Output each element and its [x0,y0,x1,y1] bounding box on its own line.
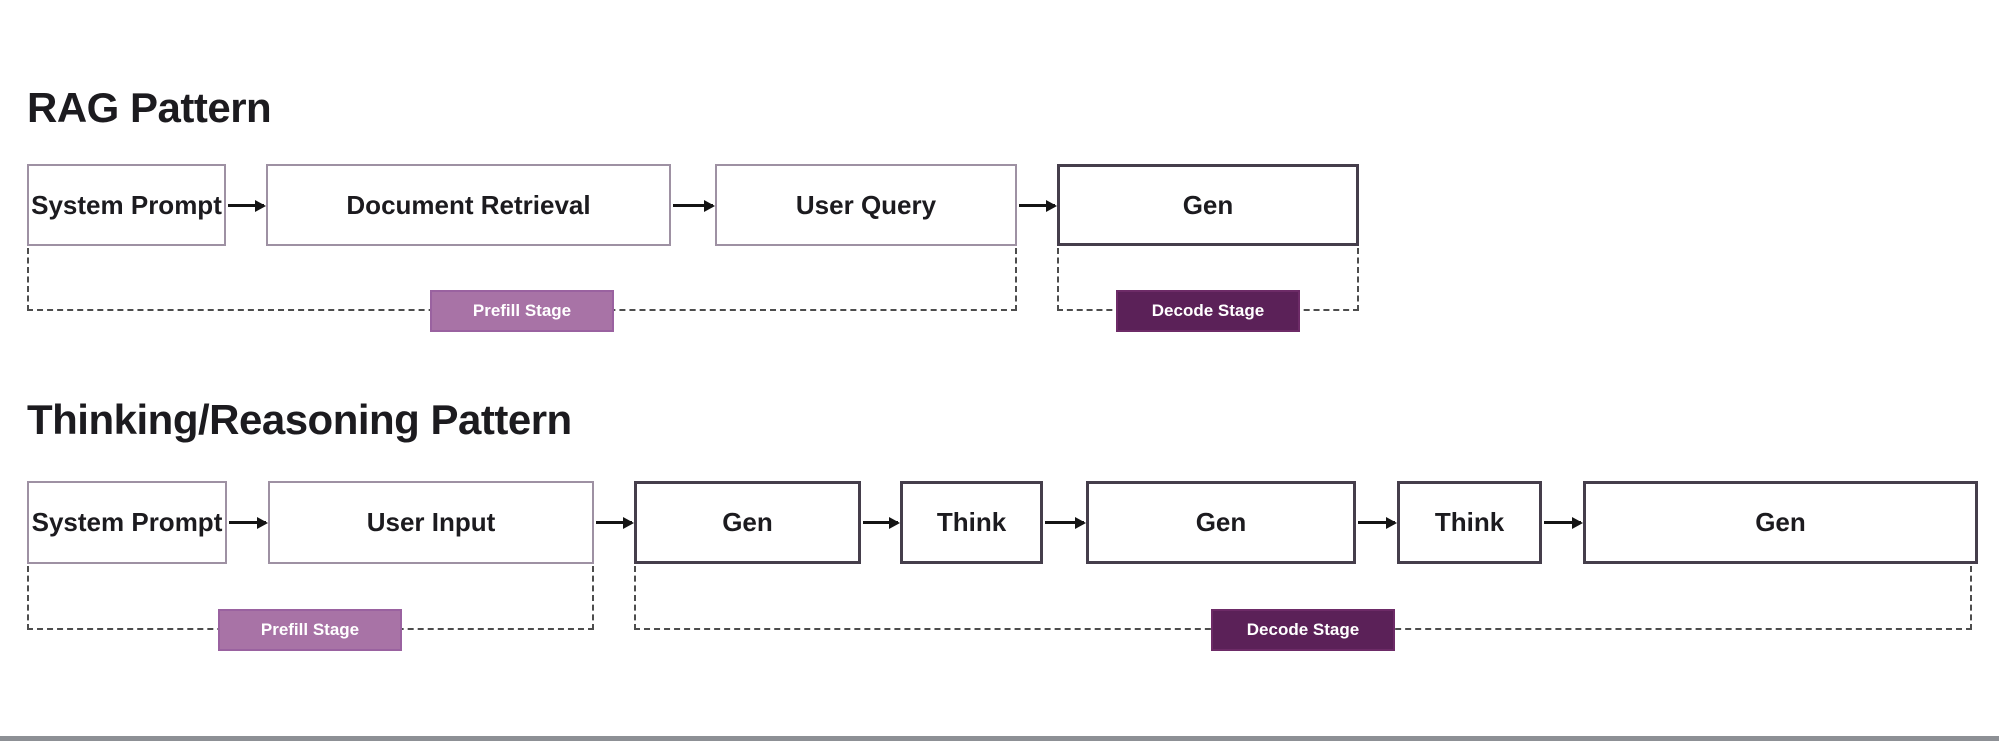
flow-box-think: Think [1397,481,1542,564]
flow-box-label: System Prompt [31,189,222,220]
flow-box-gen: Gen [1057,164,1359,246]
flow-box-label: System Prompt [31,507,223,537]
prefill-stage-badge: Prefill Stage [430,290,614,332]
flow-box-user-input: User Input [268,481,594,564]
flow-box-gen: Gen [1583,481,1978,564]
flow-arrow [229,516,268,529]
flow-box-label: Document Retrieval [346,189,591,220]
flow-arrow [1358,516,1397,529]
flow-arrow [228,199,266,212]
decode-stage-badge: Decode Stage [1116,290,1300,332]
flow-arrow [1045,516,1086,529]
flow-box-system-prompt: System Prompt [27,481,227,564]
flow-box-label: Gen [1755,507,1806,537]
flow-box-label: Gen [722,507,773,537]
prefill-stage-badge: Prefill Stage [218,609,402,651]
flow-box-label: Think [936,507,1007,537]
flow-box-think: Think [900,481,1043,564]
bottom-divider [0,736,1999,741]
flow-box-gen: Gen [1086,481,1356,564]
rag-pattern-title: RAG Pattern [27,84,272,131]
flow-box-gen: Gen [634,481,861,564]
flow-box-system-prompt: System Prompt [27,164,226,246]
flow-arrow [596,516,634,529]
flow-box-label: Think [1434,507,1505,537]
decode-stage-badge: Decode Stage [1211,609,1395,651]
flow-arrow [1019,199,1057,212]
flow-box-user-query: User Query [715,164,1017,246]
flow-box-label: Gen [1195,507,1247,537]
thinking-reasoning-pattern-title: Thinking/Reasoning Pattern [27,396,572,443]
flow-box-label: User Input [366,507,496,537]
flow-box-label: User Query [795,189,937,220]
flow-arrow [673,199,715,212]
flow-box-document-retrieval: Document Retrieval [266,164,671,246]
flow-arrow [1544,516,1583,529]
flow-box-label: Gen [1182,189,1234,220]
flow-arrow [863,516,900,529]
